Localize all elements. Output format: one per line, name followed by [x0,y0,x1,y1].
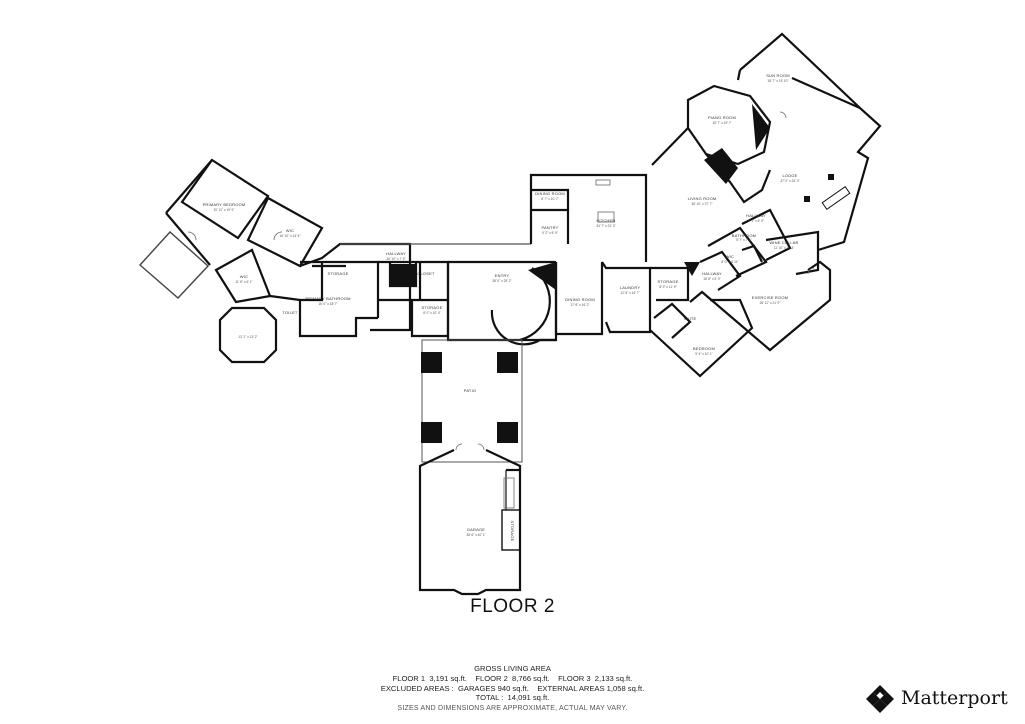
room-label-wic-2: WIC [240,274,248,279]
room-dims-wine-cellar: 11' 10" x 11' 3" [774,246,795,250]
south-walls [418,339,523,596]
left-wing-walls [139,158,450,364]
right-wing-walls [649,32,882,378]
room-dims-dining-room-2: 17' 6" x 16' 2" [570,303,589,307]
room-labels: PRIMARY BEDROOM 20' 11" x 19' 9" WIC 16'… [203,73,800,542]
area-summary: GROSS LIVING AREA FLOOR 1 3,191 sq.ft. F… [0,664,1025,703]
disclaimer: SIZES AND DIMENSIONS ARE APPROXIMATE, AC… [397,705,628,712]
room-dims-round-room: 13' 1" x 13' 2" [238,335,257,339]
room-label-suite: SUITE [684,316,697,321]
summary-floors: FLOOR 1 3,191 sq.ft. FLOOR 2 8,766 sq.ft… [392,673,633,683]
matterport-logo-icon [866,685,894,713]
room-dims-hallway: 26' 10" x 7' 5" [386,257,405,261]
room-dims-laundry: 12' 8" x 16' 7" [620,291,639,295]
room-dims-entry: 38' 0" x 25' 2" [492,279,511,283]
room-dims-wic-3: 8' 0" x 4' 11" [721,260,738,264]
room-label-laundry: LAUNDRY [620,285,641,290]
room-dims-pantry: 9' 2" x 6' 9" [542,231,558,235]
room-dims-bedroom: 9' 4" x 10' 1" [695,352,712,356]
room-dims-piano-room: 18' 7" x 19' 7" [712,121,731,125]
room-label-dining-room-2: DINING ROOM [565,297,595,302]
room-dims-primary-bedroom: 20' 11" x 19' 9" [214,208,235,212]
room-label-piano-room: PIANO ROOM [708,115,736,120]
room-label-entry: ENTRY [495,273,510,278]
room-label-toilet: TOILET [282,310,297,315]
room-label-storage-3: STORAGE [658,279,679,284]
room-label-hallway-2: HALLWAY [746,213,766,218]
room-dims-wic-2: 11' 8" x 6' 1" [235,280,252,284]
room-dims-garage: 38' 6" x 40' 1" [466,533,485,537]
floor-title: FLOOR 2 [470,596,555,617]
room-dims-dining-room: 8' 7" x 10' 7" [541,197,558,201]
room-dims-wic: 16' 10" x 14' 6" [279,234,300,238]
room-label-wic: WIC [286,228,294,233]
room-dims-sun-room: 18' 7" x 15' 10" [767,79,788,83]
room-dims-hallway-3: 18' 8" x 5' 0" [703,277,720,281]
room-label-wic-3: WIC [726,254,734,259]
room-label-garage: GARAGE [467,527,485,532]
room-label-storage: STORAGE [328,271,349,276]
room-dims-kitchen: 34' 7" x 21' 3" [596,224,615,228]
room-label-pantry: PANTRY [541,225,558,230]
room-label-kitchen: KITCHEN [597,218,616,223]
room-label-lodge: LODGE [782,173,797,178]
room-dims-storage-2: 8' 0" x 10' 0" [423,311,440,315]
room-label-primary-bathroom: PRIMARY BATHROOM [305,296,350,301]
room-dims-hallway-2: 9' 1" x 6' 9" [748,219,764,223]
summary-total: TOTAL : 14,091 sq.ft. [475,693,550,703]
summary-heading: GROSS LIVING AREA [474,664,551,673]
room-label-dining-room: DINING ROOM [535,191,565,196]
room-dims-storage-3: 8' 9" x 11' 9" [659,285,676,289]
room-dims-primary-bathroom: 16' 0" x 18' 7" [318,302,337,306]
room-label-primary-bedroom: PRIMARY BEDROOM [203,202,246,207]
room-label-closet: CLOSET [417,271,435,276]
door-swings [187,111,815,509]
room-label-storage-4: STORAGE [510,521,515,542]
room-label-hallway-3: HALLWAY [702,271,722,276]
room-dims-bathroom: 5' 7" x 7' 1" [736,238,752,242]
room-label-storage-2: STORAGE [422,305,443,310]
brand: Matterport [865,683,1008,713]
room-label-living-room: LIVING ROOM [688,196,717,201]
brand-name: Matterport [901,687,1008,709]
summary-excluded: EXCLUDED AREAS : GARAGES 940 sq.ft. EXTE… [380,683,645,693]
room-label-patio: PATIO [464,388,476,393]
room-dims-lodge: 37' 0" x 33' 3" [780,179,799,183]
room-label-bathroom: BATHROOM [732,233,756,238]
room-dims-exercise-room: 26' 11" x 21' 9" [760,301,781,305]
room-label-wine-cellar: WINE CELLAR [769,240,798,245]
room-label-exercise-room: EXERCISE ROOM [752,295,788,300]
room-dims-living-room: 36' 10" x 37' 7" [691,202,712,206]
room-label-bedroom: BEDROOM [693,346,715,351]
room-label-sun-room: SUN ROOM [766,73,790,78]
room-label-hallway: HALLWAY [386,251,406,256]
